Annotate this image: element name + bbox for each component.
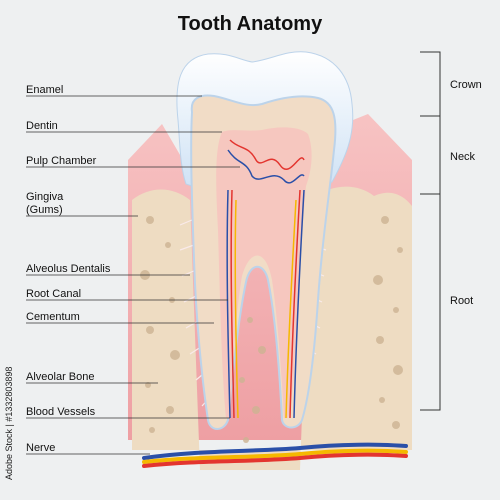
label-alveolus-dentalis: Alveolus Dentalis xyxy=(26,263,111,275)
label-alveolar-bone: Alveolar Bone xyxy=(26,371,95,383)
label-root-canal: Root Canal xyxy=(26,288,81,300)
label-cementum: Cementum xyxy=(26,311,80,323)
pulp-vessels xyxy=(226,139,305,419)
label-gingiva: Gingiva xyxy=(26,191,64,203)
page-title: Tooth Anatomy xyxy=(178,13,323,35)
label-enamel: Enamel xyxy=(26,84,63,96)
region-bracket-line xyxy=(420,51,441,411)
pulp-chamber-shape xyxy=(216,127,312,418)
label-pulp-chamber: Pulp Chamber xyxy=(26,155,97,167)
region-brackets xyxy=(420,51,441,411)
label-dentin: Dentin xyxy=(26,120,58,132)
label-region-root: Root xyxy=(450,295,473,307)
alveolar-bone-shape xyxy=(132,186,412,470)
label-gums: (Gums) xyxy=(26,204,63,216)
label-nerve: Nerve xyxy=(26,442,55,454)
label-blood-vessels: Blood Vessels xyxy=(26,406,96,418)
nerve-and-vessels xyxy=(142,442,408,468)
bone-pores xyxy=(140,216,403,443)
left-labels: Enamel Dentin Pulp Chamber Gingiva (Gums… xyxy=(26,84,240,455)
watermark-text: Adobe Stock | #1332803898 xyxy=(4,367,14,480)
label-region-crown: Crown xyxy=(450,79,482,91)
label-region-neck: Neck xyxy=(450,151,476,163)
